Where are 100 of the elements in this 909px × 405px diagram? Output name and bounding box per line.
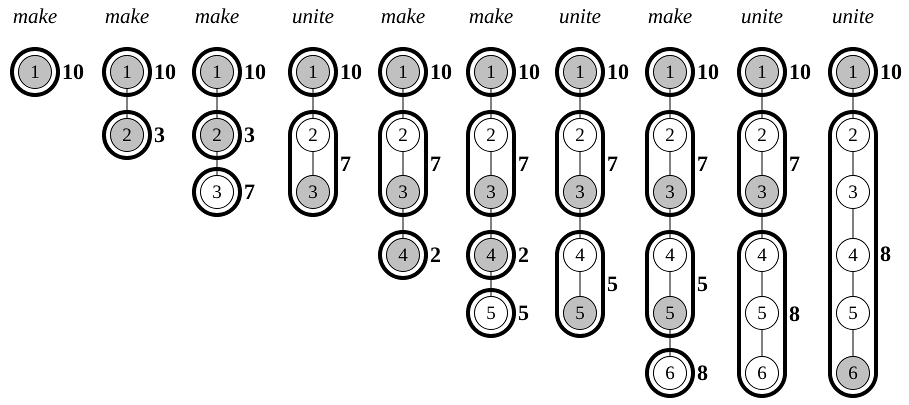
connector-line (402, 152, 404, 176)
vertex-circle (386, 55, 420, 89)
vertex-circle (386, 118, 420, 152)
vertex-circle (296, 55, 330, 89)
vertex-number: 1 (212, 62, 222, 82)
step-heading: unite (832, 6, 874, 27)
vertex-number: 6 (757, 364, 767, 382)
weight-label: 5 (607, 273, 618, 295)
vertex-circle (653, 238, 687, 272)
vertex-circle (653, 175, 687, 209)
vertex-circle (110, 55, 144, 89)
vertex-circle (296, 175, 330, 209)
weight-label: 7 (340, 152, 351, 174)
vertex-number: 1 (486, 62, 496, 82)
weight-label: 10 (789, 61, 811, 83)
vertex-circle (386, 175, 420, 209)
weight-label: 3 (244, 124, 255, 146)
vertex-number: 1 (575, 62, 585, 82)
connector-line (402, 208, 404, 238)
weight-label: 10 (62, 61, 84, 83)
vertex-number: 1 (398, 62, 408, 82)
vertex-number: 3 (575, 182, 585, 202)
weight-label: 10 (607, 61, 629, 83)
vertex-number: 3 (308, 182, 318, 202)
vertex-number: 2 (665, 126, 675, 144)
weight-label: 5 (697, 273, 708, 295)
vertex-circle (296, 118, 330, 152)
weight-label: 7 (430, 152, 441, 174)
weight-label: 7 (244, 181, 255, 203)
vertex-circle (200, 175, 234, 209)
weight-label: 7 (789, 152, 800, 174)
connector-line (490, 152, 492, 176)
vertex-number: 1 (122, 62, 132, 82)
vertex-number: 1 (757, 62, 767, 82)
connector-line (852, 330, 854, 356)
connector-line (490, 88, 492, 118)
step-heading: unite (741, 6, 783, 27)
weight-label: 2 (430, 244, 441, 266)
weight-label: 10 (154, 61, 176, 83)
step-heading: make (104, 6, 150, 27)
vertex-number: 1 (308, 62, 318, 82)
connector-line (126, 88, 128, 118)
vertex-circle (563, 118, 597, 152)
vertex-number: 3 (757, 182, 767, 202)
vertex-circle (653, 356, 687, 390)
vertex-number: 1 (30, 62, 40, 82)
connector-line (852, 208, 854, 238)
vertex-number: 5 (757, 304, 767, 322)
connector-line (490, 272, 492, 296)
vertex-number: 1 (665, 62, 675, 82)
connector-line (852, 88, 854, 118)
vertex-number: 1 (848, 62, 858, 82)
vertex-number: 2 (757, 126, 767, 144)
vertex-circle (200, 118, 234, 152)
vertex-circle (563, 296, 597, 330)
connector-line (402, 88, 404, 118)
vertex-number: 3 (398, 182, 408, 202)
vertex-circle (836, 356, 870, 390)
step-heading: unite (559, 6, 601, 27)
vertex-circle (653, 55, 687, 89)
connector-line (312, 88, 314, 118)
weight-label: 7 (607, 152, 618, 174)
connector-line (852, 152, 854, 176)
connector-line (852, 272, 854, 296)
vertex-number: 3 (665, 182, 675, 202)
connector-line (312, 152, 314, 176)
vertex-number: 2 (398, 126, 408, 144)
weight-label: 7 (697, 152, 708, 174)
vertex-number: 4 (665, 246, 675, 264)
step-heading: make (194, 6, 240, 27)
weight-label: 10 (880, 61, 902, 83)
vertex-number: 4 (398, 246, 408, 264)
step-heading: make (648, 6, 692, 27)
weight-label: 8 (880, 243, 891, 265)
vertex-circle (745, 55, 779, 89)
step-heading: make (12, 6, 58, 27)
vertex-number: 5 (575, 304, 585, 322)
vertex-number: 2 (486, 126, 496, 144)
vertex-number: 2 (308, 126, 318, 144)
vertex-number: 5 (665, 304, 675, 322)
weight-label: 10 (518, 61, 540, 83)
vertex-circle (836, 238, 870, 272)
connector-line (216, 88, 218, 118)
vertex-circle (653, 118, 687, 152)
vertex-circle (563, 55, 597, 89)
vertex-number: 6 (665, 364, 675, 382)
vertex-number: 3 (212, 182, 222, 202)
vertex-number: 5 (486, 304, 496, 322)
weight-label: 7 (518, 152, 529, 174)
vertex-circle (745, 238, 779, 272)
vertex-circle (474, 238, 508, 272)
vertex-circle (745, 356, 779, 390)
vertex-number: 2 (212, 126, 222, 144)
weight-label: 10 (340, 61, 362, 83)
vertex-circle (563, 175, 597, 209)
vertex-circle (386, 238, 420, 272)
vertex-circle (836, 296, 870, 330)
connector-line (216, 152, 218, 176)
vertex-number: 3 (848, 182, 858, 202)
step-heading: unite (292, 6, 334, 27)
